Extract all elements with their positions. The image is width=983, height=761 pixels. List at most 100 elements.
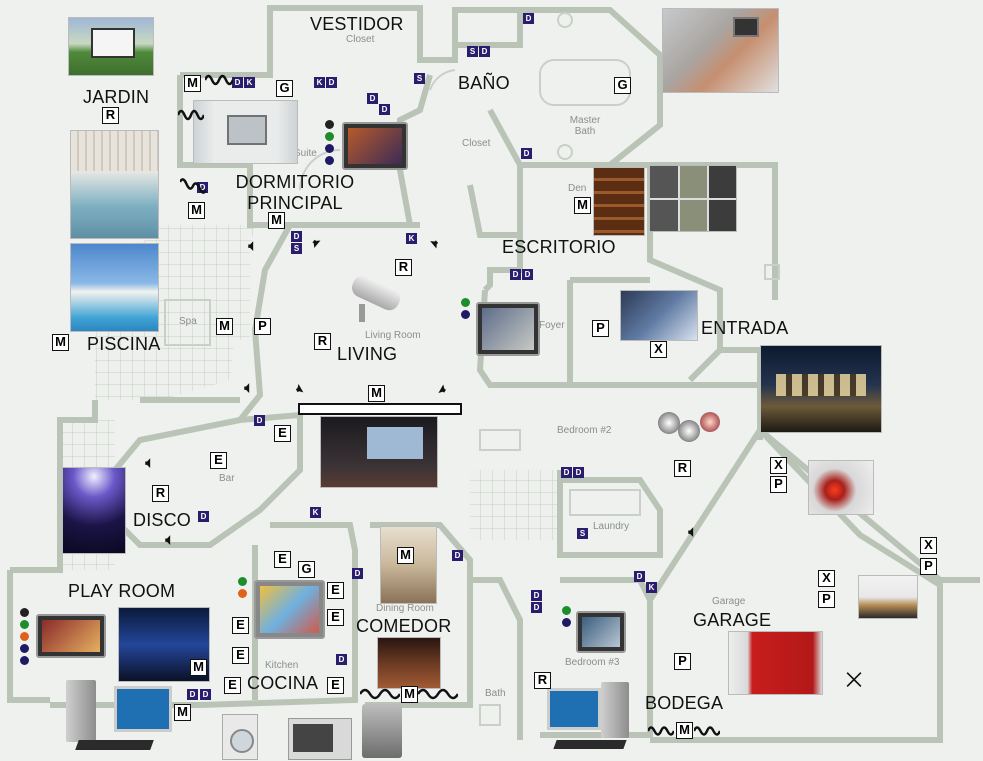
tag-d[interactable]: D <box>352 568 363 579</box>
plan-label-garage: Garage <box>712 596 746 607</box>
wave-sensor-icon <box>178 109 204 121</box>
badge-e[interactable]: E <box>274 551 291 568</box>
tag-s[interactable]: S <box>467 46 478 57</box>
tag-d[interactable]: D <box>523 13 534 24</box>
badge-e[interactable]: E <box>210 452 227 469</box>
tag-k[interactable]: K <box>406 233 417 244</box>
badge-m[interactable]: M <box>368 385 385 402</box>
wave-sensor-icon <box>360 688 400 700</box>
room-entrada: ENTRADA <box>701 318 789 338</box>
bedroom3-touch-panel[interactable] <box>576 611 626 653</box>
playroom-computer <box>52 678 172 760</box>
room-play-room: PLAY ROOM <box>68 581 176 601</box>
badge-r[interactable]: R <box>395 259 412 276</box>
badge-p[interactable]: P <box>818 591 835 608</box>
badge-m[interactable]: M <box>188 202 205 219</box>
badge-e[interactable]: E <box>232 617 249 634</box>
badge-p[interactable]: P <box>770 476 787 493</box>
tag-d[interactable]: D <box>254 415 265 426</box>
tag-d[interactable]: D <box>326 77 337 88</box>
badge-r[interactable]: R <box>534 672 551 689</box>
badge-p[interactable]: P <box>592 320 609 337</box>
badge-e[interactable]: E <box>327 609 344 626</box>
tag-d[interactable]: D <box>291 231 302 242</box>
badge-m[interactable]: M <box>401 686 418 703</box>
kitchen-status-dots <box>238 577 248 601</box>
badge-m[interactable]: M <box>52 334 69 351</box>
badge-r[interactable]: R <box>102 107 119 124</box>
tag-d[interactable]: D <box>232 77 243 88</box>
badge-x[interactable]: X <box>770 457 787 474</box>
bathtub-man-photo <box>662 8 779 93</box>
badge-m[interactable]: M <box>190 659 207 676</box>
badge-m[interactable]: M <box>397 547 414 564</box>
badge-e[interactable]: E <box>232 647 249 664</box>
tag-k[interactable]: K <box>310 507 321 518</box>
pool-house-photo <box>70 243 159 332</box>
badge-x[interactable]: X <box>650 341 667 358</box>
tag-d[interactable]: D <box>479 46 490 57</box>
tag-s[interactable]: S <box>577 528 588 539</box>
badge-m[interactable]: M <box>216 318 233 335</box>
tag-s[interactable]: S <box>291 243 302 254</box>
tag-d[interactable]: D <box>634 571 645 582</box>
badge-e[interactable]: E <box>327 677 344 694</box>
wave-sensor-icon <box>205 74 233 86</box>
plan-label-closet: Closet <box>346 34 375 45</box>
tag-d[interactable]: D <box>200 689 211 700</box>
badge-g[interactable]: G <box>298 561 315 578</box>
tag-d[interactable]: D <box>522 269 533 280</box>
badge-p[interactable]: P <box>254 318 271 335</box>
tag-d[interactable]: D <box>510 269 521 280</box>
tag-s[interactable]: S <box>414 73 425 84</box>
playroom-touch-panel[interactable] <box>36 614 106 658</box>
badge-m[interactable]: M <box>268 212 285 229</box>
plan-label-suite: Suite <box>294 148 317 159</box>
garden-photo <box>68 17 154 76</box>
badge-r[interactable]: R <box>314 333 331 350</box>
playroom-status-dots <box>20 608 30 668</box>
badge-g[interactable]: G <box>276 80 293 97</box>
tag-d[interactable]: D <box>452 550 463 561</box>
room-escritorio: ESCRITORIO <box>502 237 616 257</box>
badge-e[interactable]: E <box>224 677 241 694</box>
bedroom-touch-panel[interactable] <box>342 122 408 170</box>
coffee-machine <box>362 704 402 758</box>
tag-d[interactable]: D <box>531 590 542 601</box>
badge-r[interactable]: R <box>674 460 691 477</box>
badge-p[interactable]: P <box>674 653 691 670</box>
tag-d[interactable]: D <box>187 689 198 700</box>
badge-x[interactable]: X <box>920 537 937 554</box>
badge-p[interactable]: P <box>920 558 937 575</box>
badge-g[interactable]: G <box>614 77 631 94</box>
tag-d[interactable]: D <box>197 182 208 193</box>
tag-d[interactable]: D <box>573 467 584 478</box>
kitchen-touch-panel[interactable] <box>254 580 325 639</box>
badge-m[interactable]: M <box>184 75 201 92</box>
tag-d[interactable]: D <box>561 467 572 478</box>
tag-k[interactable]: K <box>646 582 657 593</box>
living-touch-panel[interactable] <box>476 302 540 356</box>
tag-k[interactable]: K <box>314 77 325 88</box>
living-status-dots <box>461 298 471 322</box>
badge-e[interactable]: E <box>327 582 344 599</box>
tag-d[interactable]: D <box>379 104 390 115</box>
badge-m[interactable]: M <box>174 704 191 721</box>
badge-e[interactable]: E <box>274 425 291 442</box>
badge-m[interactable]: M <box>676 722 693 739</box>
bedroom-tv-photo <box>193 100 298 164</box>
tag-d[interactable]: D <box>531 602 542 613</box>
tag-d[interactable]: D <box>336 654 347 665</box>
tag-d[interactable]: D <box>367 93 378 104</box>
tag-d[interactable]: D <box>198 511 209 522</box>
badge-m[interactable]: M <box>574 197 591 214</box>
plan-label-kitchen: Kitchen <box>265 660 299 671</box>
plan-label-foyer: Foyer <box>539 320 565 331</box>
speaker-icon: 🔈︎ <box>688 522 699 542</box>
garage-interior-photo <box>728 631 823 695</box>
wave-sensor-icon <box>694 726 720 736</box>
badge-r[interactable]: R <box>152 485 169 502</box>
tag-k[interactable]: K <box>244 77 255 88</box>
badge-x[interactable]: X <box>818 570 835 587</box>
tag-d[interactable]: D <box>521 148 532 159</box>
